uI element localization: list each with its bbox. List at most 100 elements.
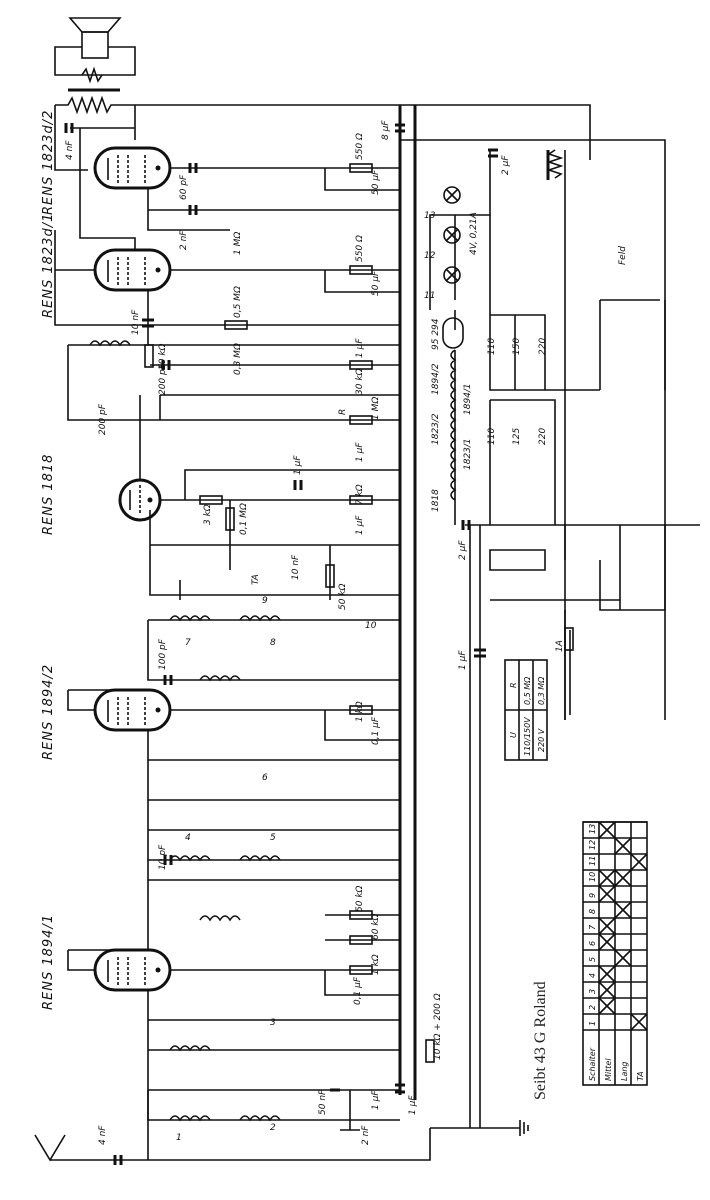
label: 100 pF (158, 638, 168, 670)
table-row-label: TA (636, 1071, 645, 1081)
label: 3 kΩ (203, 504, 213, 525)
diagram-title: Seibt 43 G Roland (532, 981, 549, 1100)
switch-labels: 1 2 3 4 5 6 7 8 9 10 11 12 13 (176, 211, 436, 1143)
label: 10 kΩ (158, 343, 168, 370)
table-cell: 220 V (537, 728, 546, 752)
ground-icon (519, 1120, 529, 1136)
label: 50 kΩ (355, 885, 365, 912)
switch-label: 8 (270, 638, 276, 648)
voltage-resistor-table: U R 110/150V 0,5 MΩ 220 V 0,3 MΩ (504, 659, 548, 761)
label: 1 µF (293, 455, 303, 475)
switch-closed-mark (614, 869, 632, 887)
switch-closed-mark (614, 837, 632, 855)
label: 1 kΩ (355, 701, 365, 722)
switch-label: 10 (365, 621, 377, 631)
label: 95 294 (431, 318, 441, 350)
label: 0,1 µF (353, 976, 363, 1005)
switch-closed-mark (598, 965, 616, 983)
switch-label: 5 (270, 833, 276, 843)
label: 200 pF (158, 363, 168, 395)
switch-closed-mark (598, 933, 616, 951)
label: 1894/2 (431, 363, 441, 395)
label: 550 Ω (355, 235, 365, 262)
tube-labels: RENS 1823d/2 RENS 1823d/1 RENS 1818 RENS… (41, 110, 56, 1010)
label: 0,1 µF (371, 716, 381, 745)
switch-label: 12 (424, 251, 436, 261)
switch-closed-mark (630, 853, 648, 871)
label: 10 kΩ + 200 Ω (433, 993, 443, 1060)
switch-closed-mark (598, 981, 616, 999)
tube-1894-2 (93, 688, 172, 732)
switch-label: 1 (176, 1133, 182, 1143)
label: 1 µF (355, 338, 365, 358)
label: 4 nF (65, 140, 75, 160)
tube-1823d2 (93, 146, 172, 190)
switch-closed-mark (598, 997, 616, 1015)
label: 1 µF (458, 650, 468, 670)
antenna-icon (34, 1134, 68, 1162)
label: 200 pF (98, 403, 108, 435)
component-labels: 4 nF 8 µF 550 Ω 50 µF 60 pF 2 nF 1 MΩ 55… (65, 120, 628, 1145)
table-column-label: 8 (588, 909, 597, 914)
label: 110 (487, 338, 497, 355)
label: 110 (487, 428, 497, 445)
label: 50 kΩ (338, 583, 348, 610)
switch-label: 7 (185, 638, 191, 648)
label: 4 nF (98, 1125, 108, 1145)
label: 1 kΩ (371, 954, 381, 975)
label: 550 Ω (355, 133, 365, 160)
table-column-label: 7 (588, 924, 597, 930)
table-header: U (509, 732, 518, 738)
table-column-label: 2 (588, 1005, 597, 1010)
switch-closed-mark (598, 821, 616, 839)
table-cell: 0,3 MΩ (537, 676, 546, 705)
tube-label: RENS 1818 (41, 454, 56, 535)
table-column-label: 12 (588, 840, 597, 850)
label: 1 MΩ (371, 397, 381, 420)
label: 125 (512, 428, 522, 445)
label: 50 µF (371, 270, 381, 296)
label: 1 µF (408, 1095, 418, 1115)
table-column-label: 10 (588, 872, 597, 882)
label: 1 µF (355, 442, 365, 462)
switch-closed-mark (598, 885, 616, 903)
switch-label: 11 (424, 291, 435, 301)
switch-closed-mark (630, 1013, 648, 1031)
label: 7 kΩ (355, 484, 365, 505)
label: 1 µF (371, 1090, 381, 1110)
switch-closed-mark (614, 901, 632, 919)
table-column-label: 1 (588, 1021, 597, 1026)
label: 220 (538, 338, 548, 355)
label: 150 (512, 338, 522, 355)
pilot-lamps (442, 186, 464, 349)
label: 1823/2 (431, 413, 441, 445)
tube-label: RENS 1823d/1 (41, 213, 56, 318)
coils (89, 340, 457, 1122)
label: TA (251, 574, 261, 585)
switch-closed-mark (598, 917, 616, 935)
switch-label: 13 (424, 211, 436, 221)
label: 2 nF (179, 230, 189, 250)
label: 1823/1 (463, 438, 473, 470)
tube-1818 (118, 478, 162, 522)
table-header: R (509, 682, 518, 688)
label: 1 µF (355, 515, 365, 535)
table-column-label: 4 (588, 973, 597, 978)
label: 220 (538, 428, 548, 445)
label: 0,5 MΩ (233, 286, 243, 318)
label: 0,1 MΩ (239, 503, 249, 535)
switch-closed-mark (614, 949, 632, 967)
label: 1 MΩ (233, 232, 243, 255)
label: 50 nF (318, 1089, 328, 1115)
label: R (338, 409, 348, 415)
tube-1823d1 (93, 248, 172, 292)
tube-label: RENS 1823d/2 (41, 110, 56, 215)
table-column-label: 3 (588, 989, 597, 994)
table-row-label: Lang (620, 1061, 629, 1081)
table-column-label: 5 (588, 957, 597, 962)
table-column-label: 6 (588, 941, 597, 946)
switch-label: 6 (262, 773, 268, 783)
label: 0,3 MΩ (233, 343, 243, 375)
label: 60 pF (179, 174, 189, 200)
